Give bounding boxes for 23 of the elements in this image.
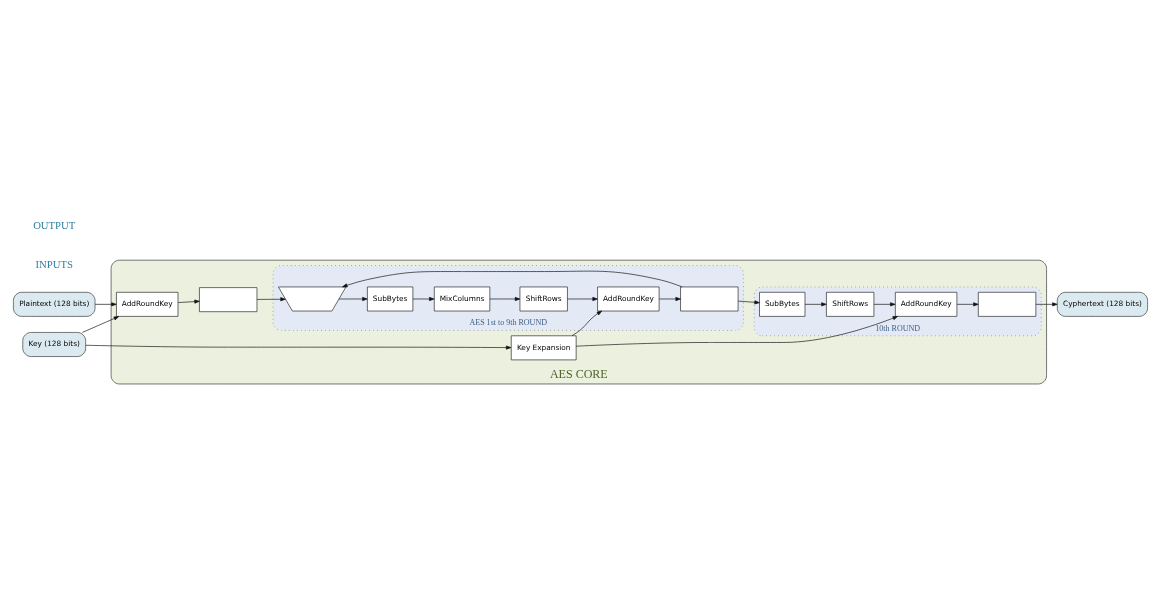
arrow [567,297,598,301]
node-box [977,291,1037,317]
arrow [94,302,117,307]
arrow [1035,302,1058,307]
arrow [737,300,760,305]
arrow [804,302,827,307]
arrow [956,302,979,307]
arrow [338,297,368,301]
arrow [256,297,286,302]
arrow [489,297,521,301]
arrow [177,299,200,304]
node-box [680,286,739,312]
arrow [82,316,120,333]
arrow [412,297,435,301]
arrow [85,344,512,350]
arrow [575,316,898,347]
arrow [659,297,681,301]
arrow [342,270,683,288]
label: INPUTS [35,258,73,271]
arrow [873,302,896,307]
node-box [199,287,258,313]
arrow [571,310,603,336]
label: OUTPUT [33,219,76,232]
